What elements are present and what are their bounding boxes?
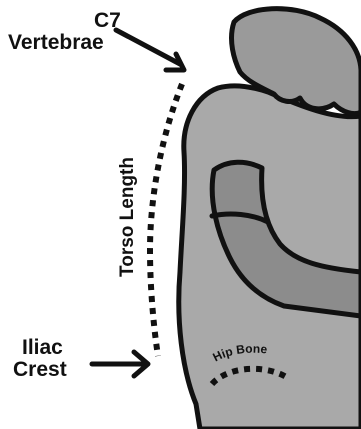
- iliac-arrow: [92, 352, 148, 376]
- torso-length-label: Torso Length: [117, 137, 139, 297]
- iliac-label: Iliac: [22, 337, 63, 358]
- crest-label: Crest: [13, 359, 67, 380]
- vertebrae-label: Vertebrae: [8, 32, 104, 53]
- c7-arrow: [116, 30, 184, 70]
- c7-label: C7: [94, 10, 121, 31]
